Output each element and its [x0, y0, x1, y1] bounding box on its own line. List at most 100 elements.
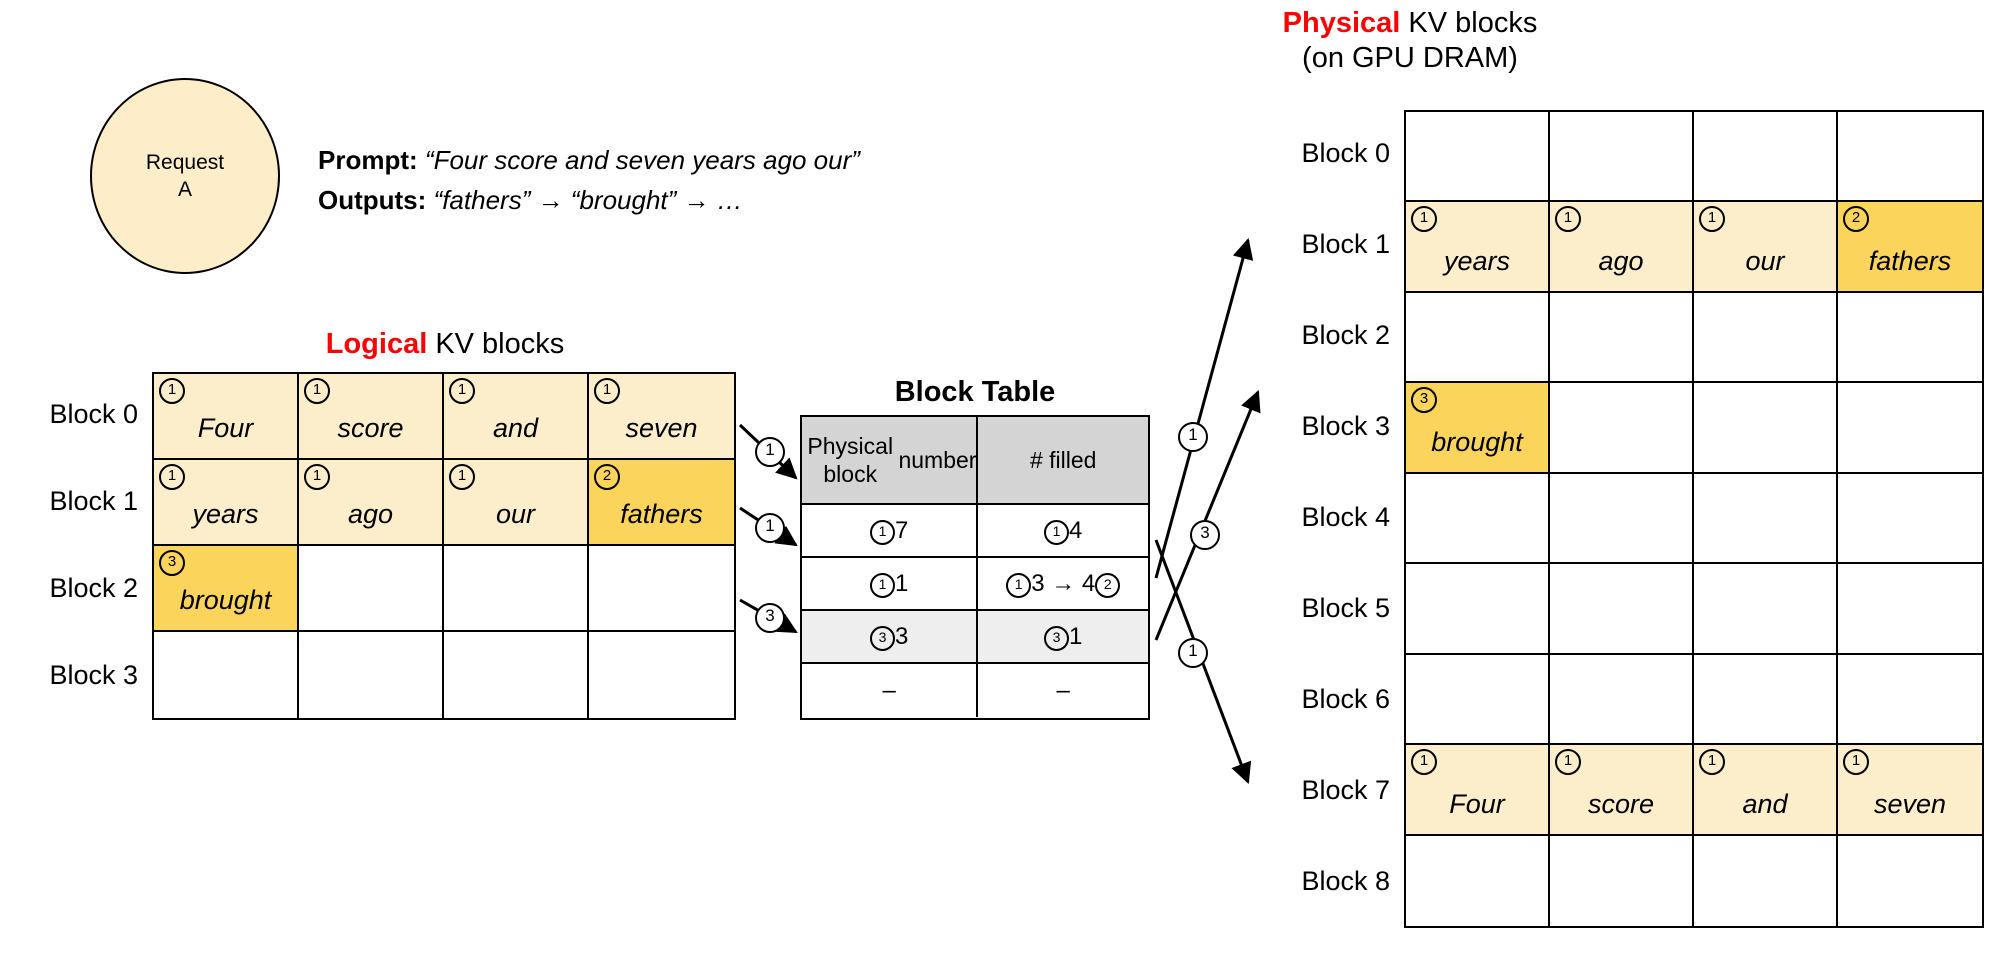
kv-cell-empty	[1406, 473, 1550, 565]
sequence-number-badge: 3	[870, 625, 896, 651]
kv-cell-empty	[1406, 112, 1550, 203]
kv-cell-empty	[1406, 835, 1550, 926]
kv-cell-empty	[1838, 835, 1982, 926]
row-label-block-1: Block 1	[1301, 229, 1390, 260]
kv-token-text: our	[495, 499, 536, 529]
kv-cell-empty	[1838, 654, 1982, 746]
kv-cell-empty	[1406, 564, 1550, 655]
sequence-number-badge: 1	[1555, 749, 1581, 776]
sequence-number-badge: 1	[1044, 519, 1070, 545]
request-label: Request	[145, 150, 225, 174]
kv-token-text: score	[1587, 788, 1655, 819]
kv-cell-empty	[1694, 473, 1838, 565]
kv-token-text: Four	[1449, 788, 1505, 819]
kv-token-text: fathers	[1868, 245, 1952, 276]
row-label-block-5: Block 5	[1301, 592, 1390, 623]
row-label-block-0: Block 0	[1301, 138, 1390, 169]
kv-cell-empty	[1550, 564, 1694, 655]
kv-token-text: years	[1443, 245, 1511, 276]
row-label-block-2: Block 2	[49, 572, 138, 603]
kv-cell-empty	[1694, 383, 1838, 474]
kv-cell-empty	[589, 632, 734, 718]
block-table-title-text: Block Table	[894, 376, 1056, 408]
kv-token-text: brought	[1431, 426, 1523, 457]
kv-token-text: score	[337, 413, 404, 443]
kv-token-text: Four	[197, 413, 254, 443]
arrow-label-right-2: 3	[1190, 520, 1220, 550]
kv-cell-empty	[299, 632, 444, 718]
kv-cell-empty	[1838, 112, 1982, 203]
row-label-block-3: Block 3	[1301, 411, 1390, 442]
sequence-number-badge: 1	[594, 378, 620, 404]
kv-cell-empty	[444, 632, 589, 718]
sequence-number-badge: 1	[159, 378, 185, 404]
logical-kv-blocks-title: Logical KV blocks	[326, 327, 565, 362]
kv-cell-empty	[1838, 292, 1982, 384]
kv-token-text: brought	[179, 585, 272, 615]
sequence-number-badge: 1	[304, 464, 330, 490]
request-id: A	[177, 178, 192, 201]
kv-token-text: fathers	[620, 499, 703, 529]
kv-cell-empty	[1550, 112, 1694, 203]
sequence-number-badge: 1	[1411, 749, 1437, 776]
arrow-label-left-2: 1	[755, 513, 785, 543]
sequence-number-badge: 1	[449, 378, 475, 404]
arrow-table-to-physical-block3	[1154, 390, 1261, 641]
kv-cell-empty	[1406, 654, 1550, 746]
block-table-title: Block Table	[895, 375, 1056, 410]
sequence-number-badge: 3	[1411, 387, 1437, 414]
kv-cell-empty	[1694, 292, 1838, 384]
kv-token-text: seven	[1873, 788, 1947, 819]
sequence-number-badge: 1	[1843, 749, 1869, 776]
kv-cell-empty	[589, 546, 734, 632]
kv-token-text: and	[492, 413, 539, 443]
sequence-number-badge: 1	[1006, 572, 1032, 598]
arrow-label-left-1: 1	[755, 437, 785, 467]
kv-cell-empty	[1694, 112, 1838, 203]
row-label-block-8: Block 8	[1301, 865, 1390, 896]
sequence-number-badge: 2	[1843, 206, 1869, 233]
block-table-row: ––	[802, 664, 1148, 717]
kv-cell-empty	[1550, 654, 1694, 746]
kv-cell-empty	[1694, 835, 1838, 926]
kv-cell-brought: 3 brought	[154, 546, 299, 632]
prompt-outputs-block: Prompt: “Four score and seven years ago …	[318, 140, 860, 221]
kv-cell-empty	[1550, 473, 1694, 565]
row-label-block-1: Block 1	[49, 485, 138, 516]
kv-cell-brought: 3 brought	[1406, 383, 1550, 474]
block-table-header-num-filled: # filled	[978, 417, 1148, 505]
kv-cell-empty	[1694, 654, 1838, 746]
kv-cell-and: 1 and	[444, 374, 589, 460]
prompt-label: Prompt:	[318, 145, 418, 175]
sequence-number-badge: 1	[159, 464, 185, 490]
sequence-number-badge: 3	[1044, 625, 1070, 651]
block-table-cell-physical-block-number: –	[802, 664, 979, 717]
sequence-number-badge: 3	[159, 550, 185, 576]
kv-token-text: and	[1742, 788, 1788, 819]
kv-cell-empty	[154, 632, 299, 718]
row-label-block-3: Block 3	[49, 659, 138, 690]
prompt-line: Prompt: “Four score and seven years ago …	[318, 140, 860, 180]
arrow-label-right-1: 1	[1178, 422, 1208, 452]
kv-cell-empty	[1838, 473, 1982, 565]
sequence-number-badge: 1	[1555, 206, 1581, 233]
physical-kv-blocks-title: Physical KV blocks (on GPU DRAM)	[1283, 6, 1538, 77]
row-label-block-2: Block 2	[1301, 320, 1390, 351]
logical-title-rest: KV blocks	[427, 328, 565, 360]
